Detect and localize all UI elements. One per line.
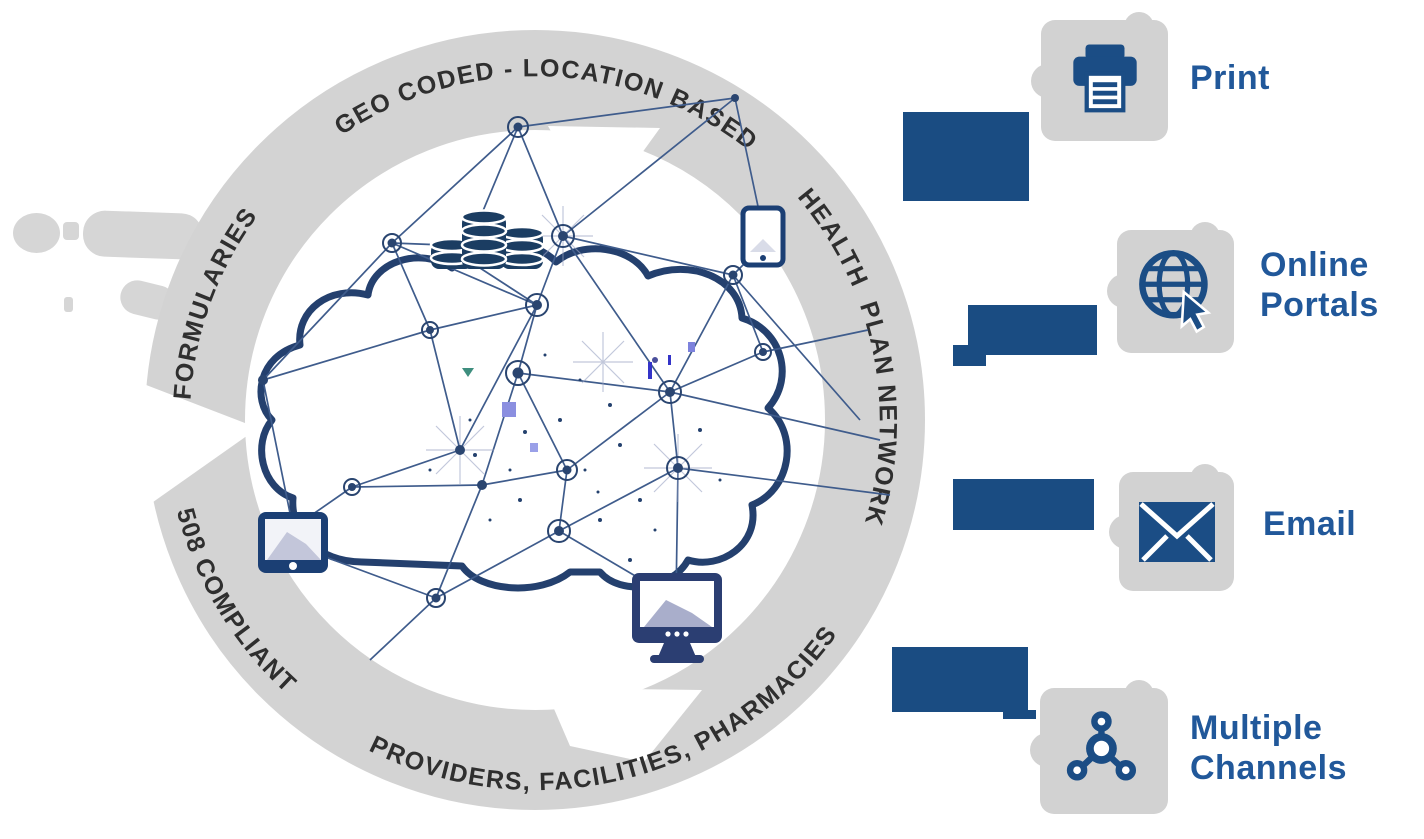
channel-label-print: Print: [1190, 59, 1270, 97]
channel-label-multiple-channels: Multiple Channels: [1190, 709, 1348, 787]
monitor-icon: [632, 573, 722, 663]
printer-icon: [1072, 43, 1137, 112]
network-nodes: [258, 94, 772, 608]
network-edges: [262, 97, 891, 661]
connector-block: [953, 345, 986, 366]
share-network-icon: [1066, 711, 1137, 781]
smartphone-icon: [740, 205, 786, 268]
connector-block: [968, 305, 1097, 355]
connector-block: [1003, 710, 1036, 719]
channel-label-email: Email: [1263, 505, 1357, 543]
speckle-dots: [428, 342, 722, 577]
channel-icon-badge: [1107, 222, 1234, 353]
tablet-icon: [258, 512, 328, 573]
cloud-outline: [257, 239, 791, 592]
decorative-blob: [13, 213, 60, 253]
ring-notches: [141, 126, 845, 815]
database-icon: [429, 209, 545, 269]
channel-label-online-portals: Online Portals: [1260, 246, 1379, 324]
connector-block: [953, 479, 1094, 530]
connector-block: [892, 647, 1028, 712]
decorative-blob: [64, 297, 73, 312]
connector-block: [903, 112, 1029, 201]
channel-icon-badge: [1109, 464, 1234, 591]
ring-cloud-diagram: FORMULARIES GEO CODED - LOCATION BASED H…: [141, 30, 925, 815]
email-icon: [1138, 501, 1215, 562]
channel-icon-badge: [1030, 680, 1168, 814]
web-portal-icon: [1138, 249, 1211, 333]
channel-icon-badge: [1031, 12, 1168, 141]
decorative-blob: [63, 222, 79, 240]
